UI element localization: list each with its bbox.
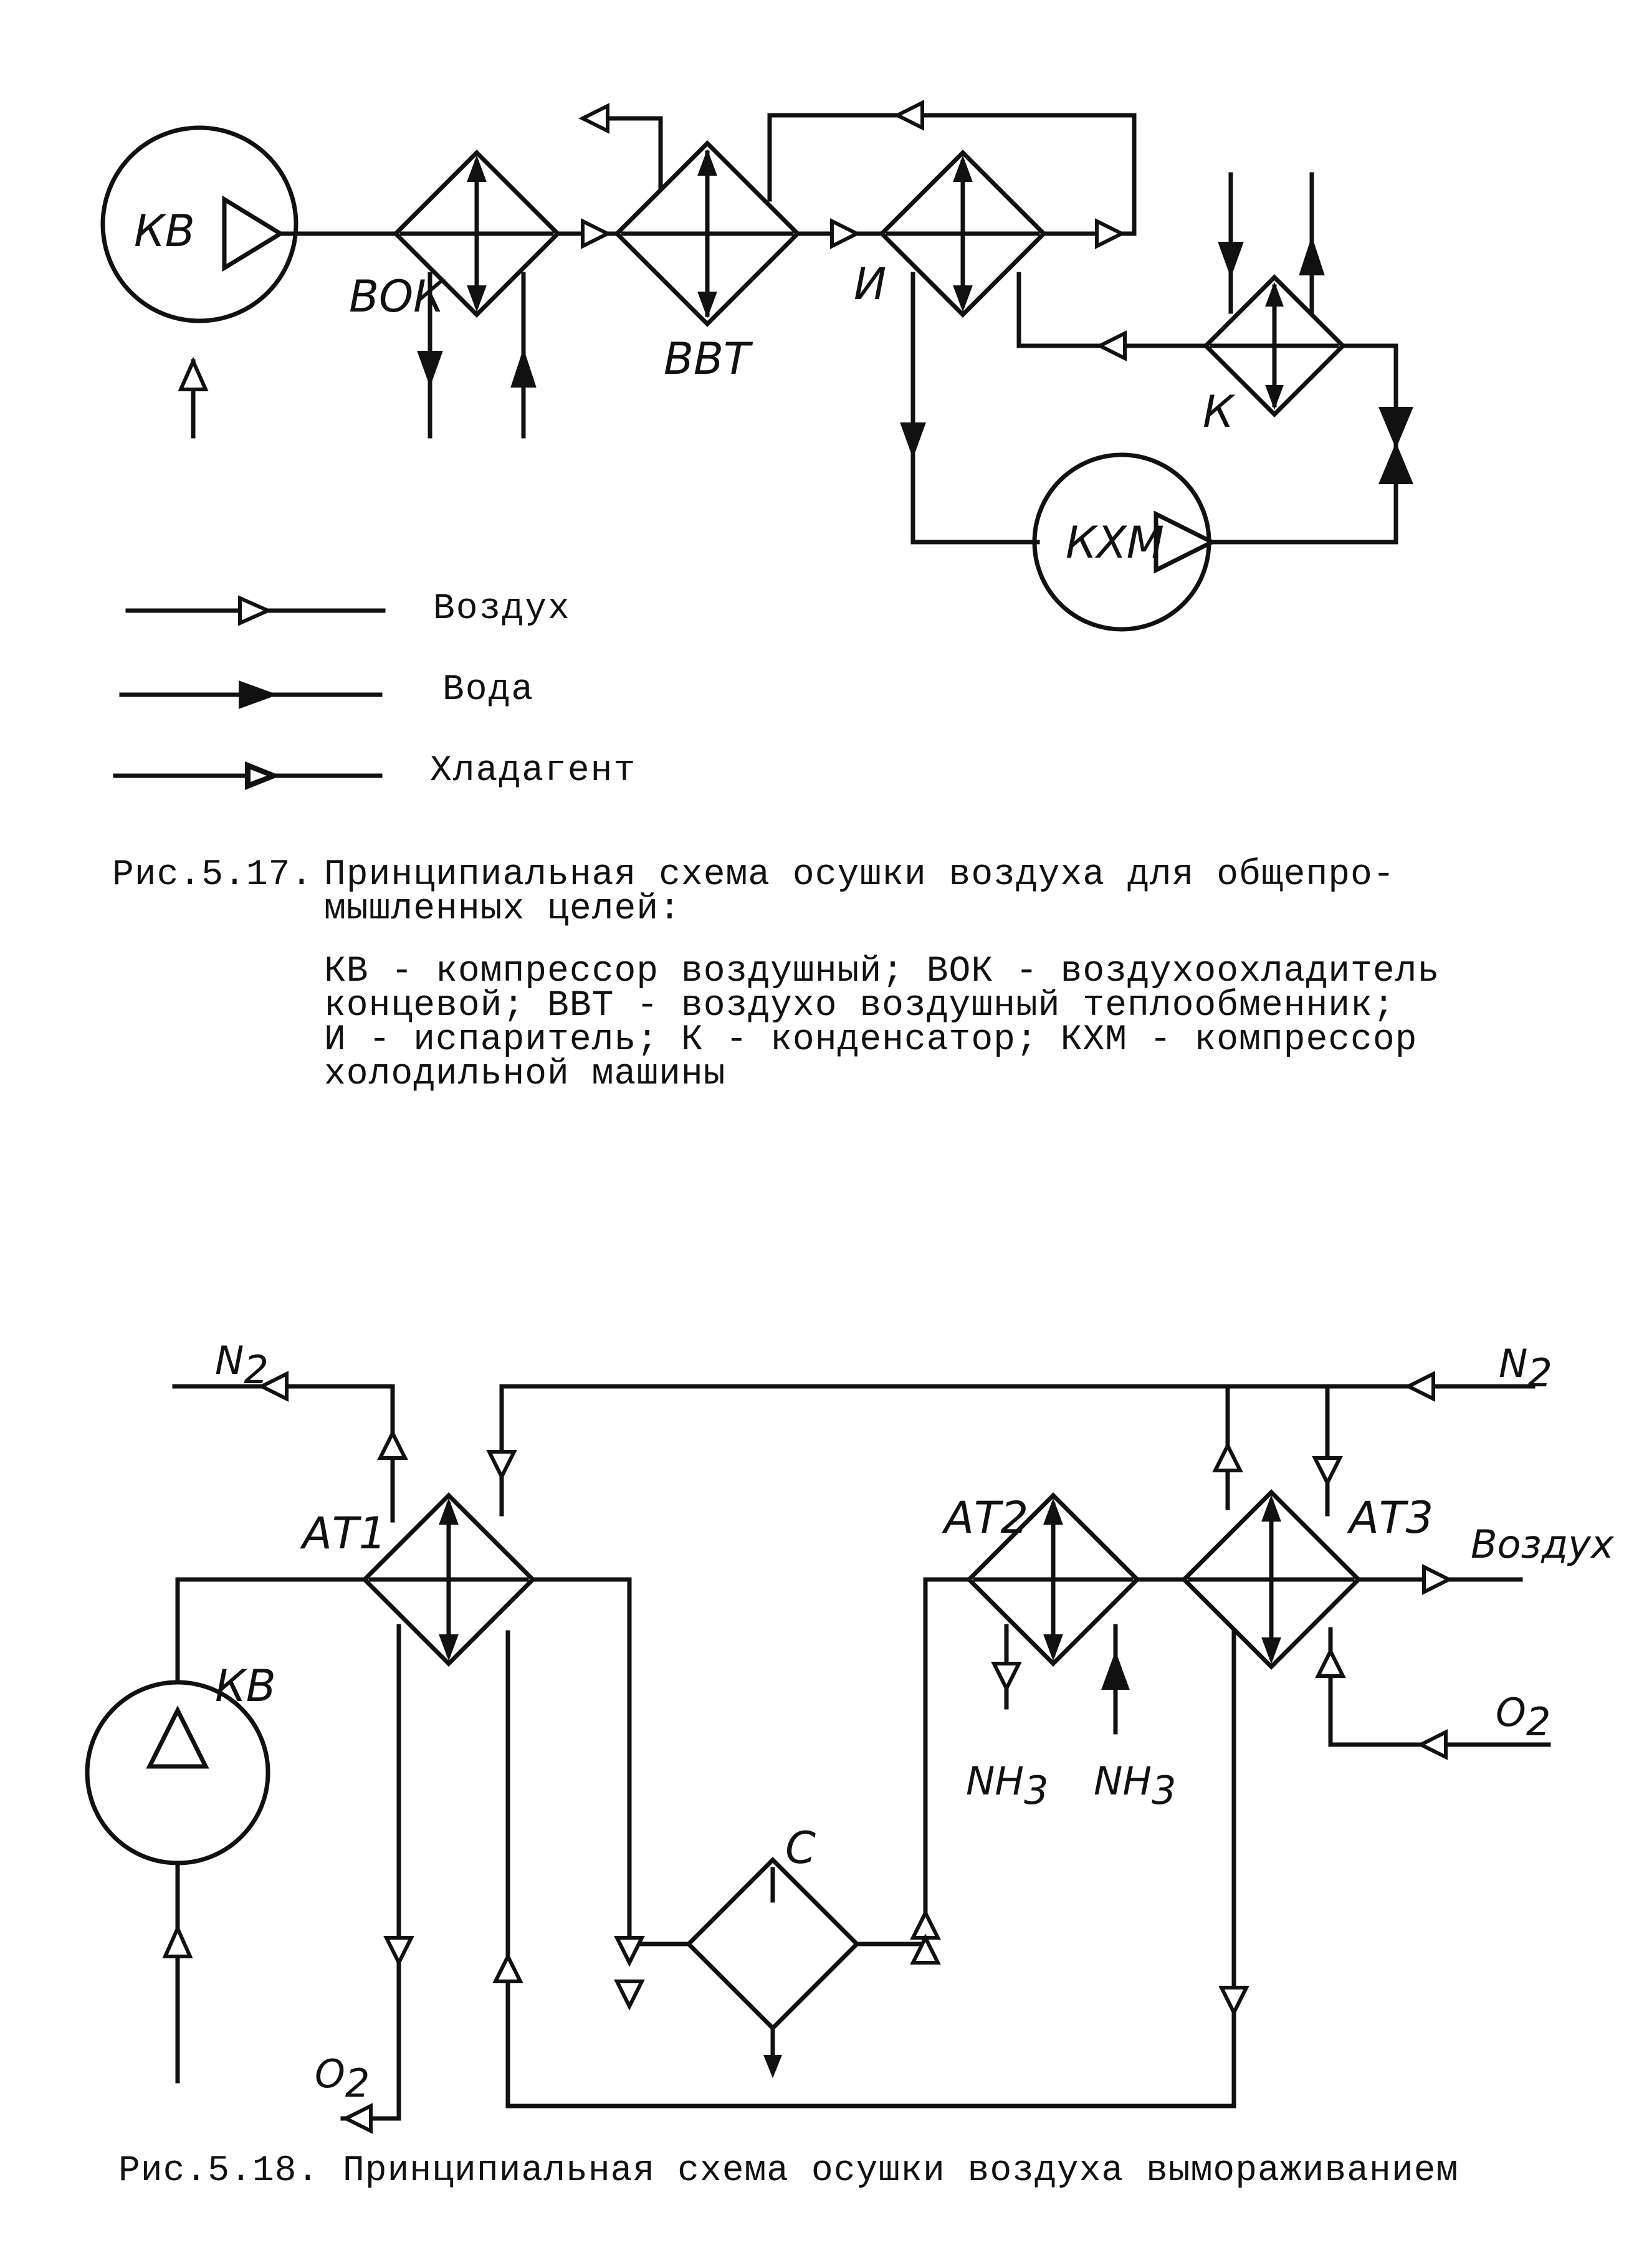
caption-title-line2: мышленных целей: bbox=[324, 889, 681, 930]
refrigeration-compressor-symbol bbox=[1032, 452, 1217, 632]
o2-inlet-at1 bbox=[340, 1624, 401, 2121]
air-arrow-to-vbt bbox=[581, 218, 612, 249]
label-at3: АТ3 bbox=[1347, 1492, 1433, 1543]
label-nh3-out: NH3 bbox=[966, 1758, 1048, 1813]
air-return-loop bbox=[767, 113, 1137, 236]
nh3-inlet-arrow bbox=[1101, 1624, 1130, 1735]
water-out-arrow bbox=[417, 272, 443, 439]
air-outlet-arrow bbox=[1422, 1564, 1453, 1595]
label-n2-right: N2 bbox=[1499, 1341, 1552, 1396]
separator-symbol bbox=[686, 1857, 860, 2079]
legend-water-label: Вода bbox=[442, 670, 535, 710]
label-vbt: ВВТ bbox=[664, 333, 753, 384]
n2-outlet-at1 bbox=[172, 1384, 395, 1523]
condenser-water-in bbox=[1218, 172, 1244, 314]
figure-5-17-diagram: КВ ВОК ВВТ bbox=[100, 100, 1413, 790]
vbt-air-outlet bbox=[583, 116, 663, 189]
caption-fig-5-18: Рис.5.18. Принципиальная схема осушки во… bbox=[118, 2153, 1552, 2203]
label-o2-left: O2 bbox=[315, 2051, 370, 2106]
label-kv-2: КВ bbox=[215, 1660, 276, 1712]
caption-fig-5-17: Рис.5.17. Принципиальная схема осушки во… bbox=[112, 857, 1545, 1131]
caption-title-line1: Принципиальная схема осушки воздуха для … bbox=[324, 855, 1395, 895]
caption-body-line4: холодильной машины bbox=[324, 1054, 726, 1095]
caption-number: Рис.5.17. bbox=[112, 855, 313, 895]
caption-body-line3: И - испаритель; К - конденсатор; КХМ - к… bbox=[324, 1020, 1418, 1060]
label-k: К bbox=[1203, 386, 1236, 437]
caption-body-line1: КВ - компрессор воздушный; ВОК - воздухо… bbox=[324, 951, 1440, 992]
caption-title-5-18: Принципиальная схема осушки воздуха вымо… bbox=[343, 2151, 1459, 2191]
air-compressor-symbol bbox=[100, 125, 299, 323]
caption-body-line2: концевой; ВВТ - воздухо воздушный теплоо… bbox=[324, 986, 1395, 1026]
legend-air-line bbox=[125, 595, 386, 626]
label-air-out: Воздух bbox=[1471, 1522, 1615, 1567]
figure-5-18-diagram: N2 N2 АТ1 КВ O2 bbox=[85, 1338, 1615, 2134]
return-loop-line bbox=[505, 1630, 1236, 2108]
legend-refrigerant-label: Хладагент bbox=[430, 751, 637, 791]
label-o2-right: O2 bbox=[1496, 1690, 1550, 1745]
legend-air-label: Воздух bbox=[433, 589, 571, 629]
air-inlet-arrow-2 bbox=[162, 1861, 193, 2084]
air-line-at1-separator bbox=[530, 1577, 691, 1946]
legend-water-line bbox=[119, 680, 383, 709]
label-nh3-in: NH3 bbox=[1094, 1758, 1176, 1813]
label-i: И bbox=[854, 259, 886, 310]
air-inlet-arrow bbox=[178, 356, 209, 439]
label-kxm: КХМ bbox=[1066, 517, 1164, 568]
condenser-water-out bbox=[1299, 172, 1325, 314]
air-arrow-to-evaporator bbox=[830, 218, 861, 249]
label-c: С bbox=[785, 1822, 816, 1874]
expansion-valve-symbol bbox=[1378, 407, 1413, 484]
label-at1: АТ1 bbox=[300, 1508, 386, 1559]
air-line-kv-at1 bbox=[175, 1577, 367, 1685]
refrigerant-line-i-to-kxm bbox=[910, 272, 1040, 545]
label-kv: КВ bbox=[134, 206, 195, 257]
legend-refrigerant-line bbox=[113, 761, 383, 790]
refrigerant-line-k-to-i bbox=[1016, 272, 1208, 348]
water-in-arrow bbox=[510, 272, 537, 439]
air-line-separator-at2 bbox=[854, 1577, 972, 1946]
nh3-outlet-arrow bbox=[991, 1624, 1022, 1710]
caption-number-5-18: Рис.5.18. bbox=[118, 2151, 320, 2191]
heat-exchanger-at2-symbol bbox=[966, 1492, 1140, 1667]
